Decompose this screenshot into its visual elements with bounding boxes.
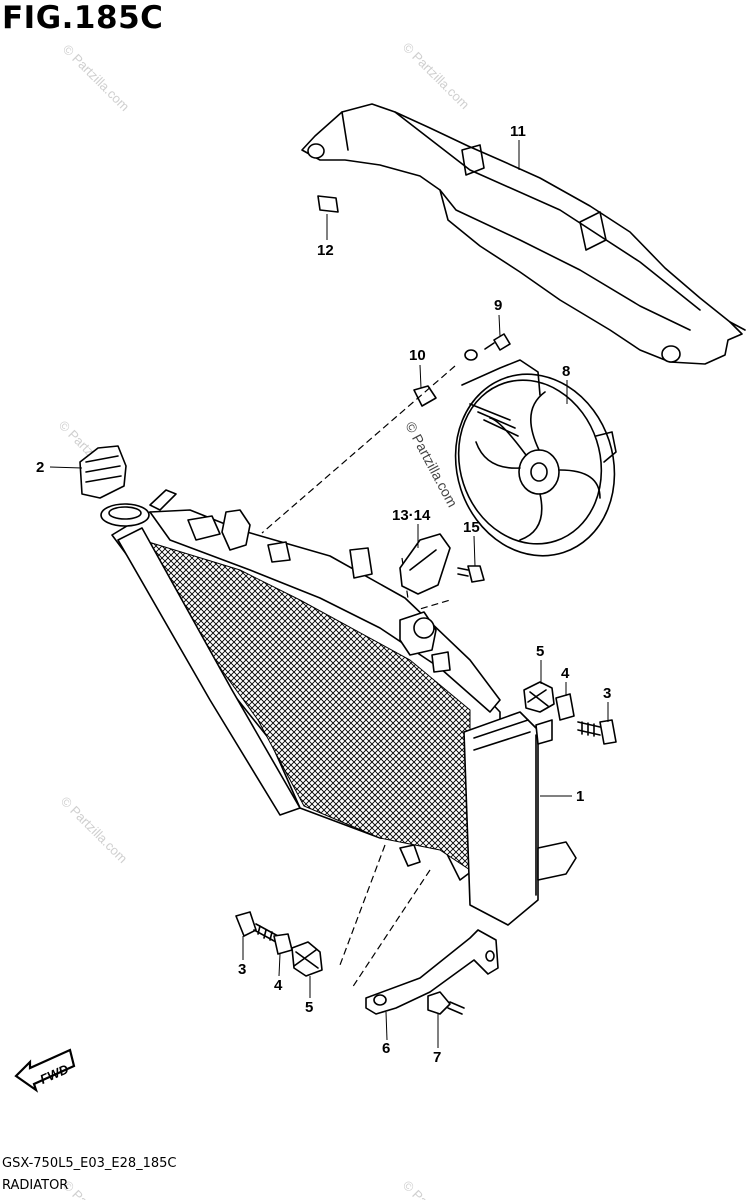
callout-11: 11 — [510, 123, 526, 140]
radiator-cap-part-2 — [79, 445, 177, 527]
callout-6: 6 — [382, 1040, 390, 1057]
radiator-part-1 — [111, 509, 577, 926]
diagram-name: RADIATOR — [2, 1178, 69, 1193]
forward-direction-arrow-icon: FWD — [14, 1048, 76, 1093]
pad-part-12 — [317, 195, 339, 213]
figure-title: FIG.185C — [2, 0, 164, 36]
callout-3-upper: 3 — [603, 685, 611, 702]
callout-12: 12 — [317, 242, 334, 259]
callout-3-lower: 3 — [238, 961, 246, 978]
assembly-lines — [261, 365, 456, 989]
watermark-text: © Partzilla.com — [60, 42, 133, 115]
watermark-text: © Partzilla.com — [60, 1178, 133, 1200]
diagram-code: GSX-750L5_E03_E28_185C — [2, 1156, 177, 1171]
upper-mount-hardware — [523, 681, 617, 745]
callout-labels: 2 11 12 9 10 8 13·14 15 5 4 3 1 3 4 5 6 … — [36, 123, 611, 1066]
callout-9: 9 — [494, 297, 502, 314]
lower-bracket-part-6 — [365, 929, 499, 1015]
callout-1: 1 — [576, 788, 584, 805]
callout-5-lower: 5 — [305, 999, 313, 1016]
callout-8: 8 — [562, 363, 570, 380]
bolt-part-15 — [457, 565, 485, 583]
watermark-text: © Partzilla.com — [400, 1178, 473, 1200]
leader-lines — [49, 140, 609, 1048]
clip-nut-part-10 — [413, 385, 437, 407]
callout-5-upper: 5 — [536, 643, 544, 660]
callout-2: 2 — [36, 459, 44, 476]
callout-13-14: 13·14 — [392, 507, 431, 524]
radiator-cover-part-11 — [301, 103, 746, 365]
callout-7: 7 — [433, 1049, 441, 1066]
watermark-text-dark: © Partzilla.com — [402, 419, 460, 510]
callout-15: 15 — [463, 519, 480, 536]
callout-10: 10 — [409, 347, 426, 364]
bolt-part-7 — [427, 991, 465, 1015]
cooling-fan-part-8 — [454, 349, 617, 557]
bracket-part-13-14 — [399, 533, 451, 595]
callout-4-upper: 4 — [561, 665, 570, 682]
watermark-text: © Partzilla.com — [400, 40, 473, 113]
bolt-part-9 — [484, 333, 511, 351]
callout-4-lower: 4 — [274, 977, 283, 994]
watermark-text: © Partzilla.com — [58, 794, 131, 867]
lower-mount-hardware — [235, 911, 323, 977]
